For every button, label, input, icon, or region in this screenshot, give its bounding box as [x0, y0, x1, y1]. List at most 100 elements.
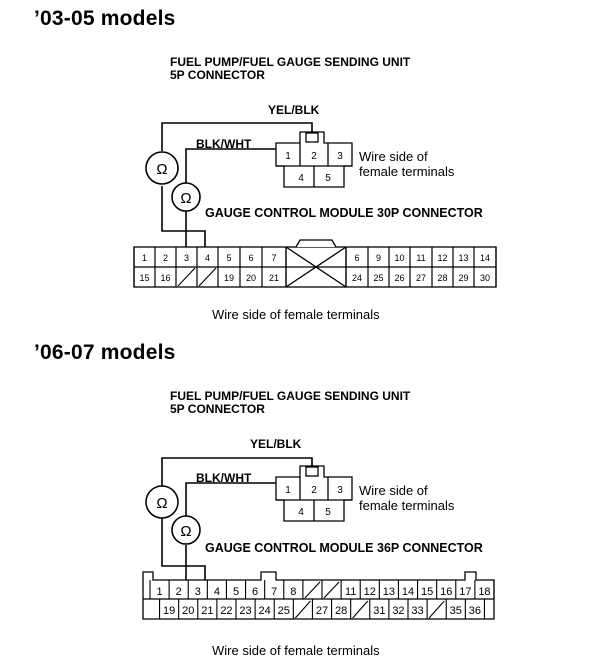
connector-30p [133, 239, 497, 288]
wire-side-label-line1: Wire side of [359, 149, 428, 164]
pin-label: 18 [478, 586, 490, 598]
pin-label: 19 [163, 605, 175, 617]
pin-label: 26 [394, 273, 404, 283]
wire-side-label-line1: Wire side of [359, 483, 428, 498]
section-title-03-05: ’03-05 models [34, 7, 176, 30]
pin-label: 22 [220, 605, 232, 617]
unit-title-line1: FUEL PUMP/FUEL GAUGE SENDING UNIT [170, 55, 411, 69]
pin-label: 11 [345, 586, 356, 598]
pin-label: 14 [480, 253, 490, 263]
connector-5p [275, 131, 353, 188]
pin-label: 2 [163, 253, 168, 263]
pin-label: 29 [458, 273, 468, 283]
wire-label-yel-blk: YEL/BLK [268, 103, 320, 117]
pin-label: 23 [239, 605, 251, 617]
pin-label: 1 [142, 253, 147, 263]
wire-label-yel-blk: YEL/BLK [250, 437, 302, 451]
wire-side-label-line2: female terminals [359, 498, 455, 513]
pin-label: 9 [376, 253, 381, 263]
wire-side-label-line2: female terminals [359, 164, 455, 179]
blank-pin-slash [294, 600, 311, 619]
pin-label: 14 [402, 586, 414, 598]
pin-label: 15 [139, 273, 149, 283]
pin-label: 3 [337, 151, 343, 162]
connector-36p [142, 571, 495, 620]
pin-label: 24 [352, 273, 362, 283]
pin-label: 27 [316, 605, 328, 617]
pin-label: 7 [271, 586, 277, 598]
connector-caption: Wire side of female terminals [212, 307, 380, 322]
blank-pin-slash [323, 581, 340, 599]
pin-label: 25 [373, 273, 383, 283]
blank-pin-slash [352, 600, 369, 619]
pin-label: 6 [248, 253, 253, 263]
blank-pin-slash [428, 600, 445, 619]
pin-label: 1 [156, 586, 162, 598]
pin-label: 17 [459, 586, 471, 598]
pin-label: 7 [271, 253, 276, 263]
pin-label: 16 [440, 586, 452, 598]
ohm-symbol: Ω [180, 523, 191, 540]
pin-label: 30 [480, 273, 490, 283]
pin-label: 33 [411, 605, 423, 617]
pin-label: 11 [416, 253, 425, 263]
pin-label: 21 [269, 273, 279, 283]
ohm-symbol: Ω [180, 190, 191, 207]
pin-label: 2 [311, 151, 317, 162]
pin-label: 6 [252, 586, 258, 598]
pin-label: 27 [416, 273, 426, 283]
pin-label: 4 [298, 507, 304, 518]
pin-label: 21 [201, 605, 213, 617]
ohmmeter-icon [171, 515, 201, 545]
pin-label: 4 [298, 173, 304, 184]
gcm-connector-label: GAUGE CONTROL MODULE 30P CONNECTOR [205, 206, 483, 220]
pin-label: 15 [421, 586, 433, 598]
pin-label: 3 [184, 253, 189, 263]
ohmmeter-icon [171, 182, 201, 212]
ohmmeter-icon [145, 485, 179, 519]
pin-label: 4 [214, 586, 220, 598]
pin-label: 20 [182, 605, 194, 617]
pin-label: 32 [392, 605, 404, 617]
pin-label: 28 [335, 605, 347, 617]
pin-label: 3 [195, 586, 201, 598]
ohm-symbol: Ω [156, 161, 167, 178]
pin-label: 5 [233, 586, 239, 598]
pin-label: 20 [246, 273, 256, 283]
unit-title-line2: 5P CONNECTOR [170, 402, 265, 416]
unit-title-line2: 5P CONNECTOR [170, 68, 265, 82]
connector-5p [275, 465, 353, 522]
pin-label: 1 [285, 485, 291, 496]
pin-label: 12 [437, 253, 447, 263]
pin-label: 13 [458, 253, 468, 263]
pin-label: 16 [160, 273, 170, 283]
pin-label: 19 [224, 273, 234, 283]
ohm-symbol: Ω [156, 495, 167, 512]
pin-label: 5 [325, 173, 331, 184]
pin-label: 10 [394, 253, 404, 263]
pin-label: 1 [285, 151, 291, 162]
pin-label: 2 [176, 586, 182, 598]
pin-label: 24 [259, 605, 271, 617]
pin-label: 12 [364, 586, 376, 598]
connector-caption: Wire side of female terminals [212, 643, 380, 658]
pin-label: 6 [354, 253, 359, 263]
unit-title-line1: FUEL PUMP/FUEL GAUGE SENDING UNIT [170, 389, 411, 403]
pin-label: 2 [311, 485, 317, 496]
blank-pin-slash [198, 267, 217, 287]
pin-label: 4 [205, 253, 210, 263]
pin-label: 31 [373, 605, 385, 617]
wire-label-blk-wht: BLK/WHT [196, 471, 252, 485]
pin-label: 35 [450, 605, 462, 617]
pin-label: 36 [469, 605, 481, 617]
pin-label: 5 [325, 507, 331, 518]
pin-label: 8 [290, 586, 296, 598]
pin-label: 28 [437, 273, 447, 283]
pin-label: 3 [337, 485, 343, 496]
blank-pin-slash [177, 267, 196, 287]
pin-label: 5 [226, 253, 231, 263]
gcm-connector-label: GAUGE CONTROL MODULE 36P CONNECTOR [205, 541, 483, 555]
